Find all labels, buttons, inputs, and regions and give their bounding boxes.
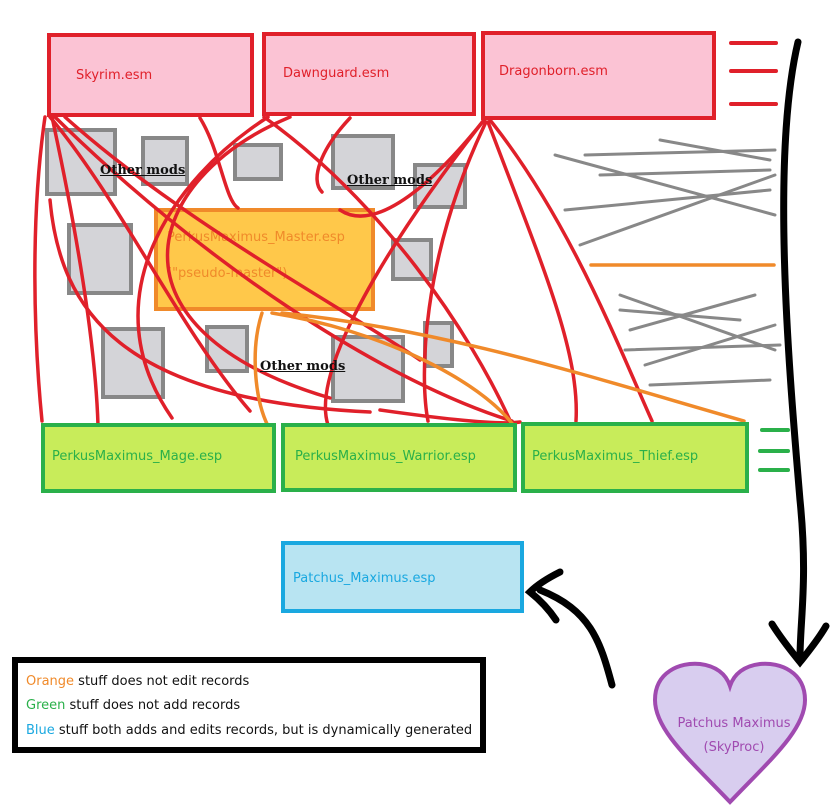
red-connector <box>48 198 372 414</box>
plugin-thief-label: PerkusMaximus_Thief.esp <box>532 449 699 464</box>
legend-orange-text: stuff does not edit records <box>74 674 250 689</box>
legend-blue-text: stuff both adds and edits records, but i… <box>54 723 473 738</box>
plugin-warrior-label: PerkusMaximus_Warrior.esp <box>295 449 476 464</box>
legend-orange-word: Orange <box>26 674 75 689</box>
patch-arrow <box>536 586 616 689</box>
other-mods-label: Other mods <box>347 173 433 188</box>
red-connector <box>488 118 654 423</box>
gray-cross-line <box>578 173 777 247</box>
master-dragonborn-label: Dragonborn.esm <box>499 64 608 79</box>
generator-name: Patchus Maximus <box>677 716 791 731</box>
legend-green-text: stuff does not add records <box>65 698 241 713</box>
other-mod-square <box>67 223 133 295</box>
generator-arrow <box>780 38 808 662</box>
master-skyrim: Skyrim.esm <box>47 33 254 117</box>
legend-green-word: Green <box>26 698 66 713</box>
pseudo-master-sublabel: ("pseudo-master") <box>167 266 288 281</box>
patch-arrow-head <box>524 568 564 624</box>
red-connector <box>262 115 514 427</box>
red-connector <box>63 115 422 362</box>
master-dragonborn: Dragonborn.esm <box>481 31 716 120</box>
red-connector <box>198 116 240 210</box>
gray-cross-line <box>598 168 772 177</box>
gray-cross-line <box>553 153 777 217</box>
master-dawnguard: Dawnguard.esm <box>262 32 476 116</box>
red-connector <box>422 120 488 423</box>
red-connector <box>315 116 352 194</box>
gray-cross-line <box>643 323 777 367</box>
generator-heart <box>652 661 808 805</box>
red-connector <box>48 115 252 413</box>
red-connector <box>53 115 514 423</box>
gray-cross-line <box>563 188 772 212</box>
other-mod-square <box>233 143 283 181</box>
pseudo-master-box: PerkusMaximus_Master.esp ("pseudo-master… <box>154 208 375 311</box>
master-skyrim-label: Skyrim.esm <box>76 68 153 83</box>
patch-label: Patchus_Maximus.esp <box>293 571 436 586</box>
legend-blue-word: Blue <box>26 723 55 738</box>
generator-subtitle: (SkyProc) <box>703 740 765 755</box>
red-connector <box>50 115 100 427</box>
gray-cross-line <box>583 148 777 157</box>
red-connector <box>323 118 486 427</box>
legend: Orange stuff does not edit records Green… <box>12 657 486 753</box>
master-dawnguard-label: Dawnguard.esm <box>283 66 390 81</box>
pseudo-master-label: PerkusMaximus_Master.esp <box>167 230 345 245</box>
gray-cross-line <box>658 138 772 162</box>
orange-connector <box>253 311 270 428</box>
red-connector <box>33 115 47 423</box>
legend-blue: Blue stuff both adds and edits records, … <box>26 723 472 738</box>
legend-green: Green stuff does not add records <box>26 698 240 713</box>
plugin-warrior: PerkusMaximus_Warrior.esp <box>281 423 517 492</box>
patch-box: Patchus_Maximus.esp <box>281 541 524 613</box>
other-mod-square <box>141 136 189 186</box>
red-connector <box>136 115 270 420</box>
gray-cross-line <box>618 308 742 322</box>
other-mods-label: Other mods <box>260 359 346 374</box>
gray-cross-line <box>648 378 772 387</box>
red-connector <box>486 120 579 423</box>
red-connector <box>338 118 486 218</box>
generator-arrow-head <box>768 620 830 668</box>
plugin-thief: PerkusMaximus_Thief.esp <box>521 422 749 493</box>
orange-connector <box>270 311 516 428</box>
gray-cross-line <box>618 293 777 352</box>
plugin-mage-label: PerkusMaximus_Mage.esp <box>52 449 223 464</box>
legend-orange: Orange stuff does not edit records <box>26 674 249 689</box>
plugin-mage: PerkusMaximus_Mage.esp <box>41 423 276 493</box>
red-connector <box>165 115 332 400</box>
other-mods-label: Other mods <box>100 163 186 178</box>
orange-connector <box>280 311 746 423</box>
gray-cross-line <box>628 293 757 332</box>
